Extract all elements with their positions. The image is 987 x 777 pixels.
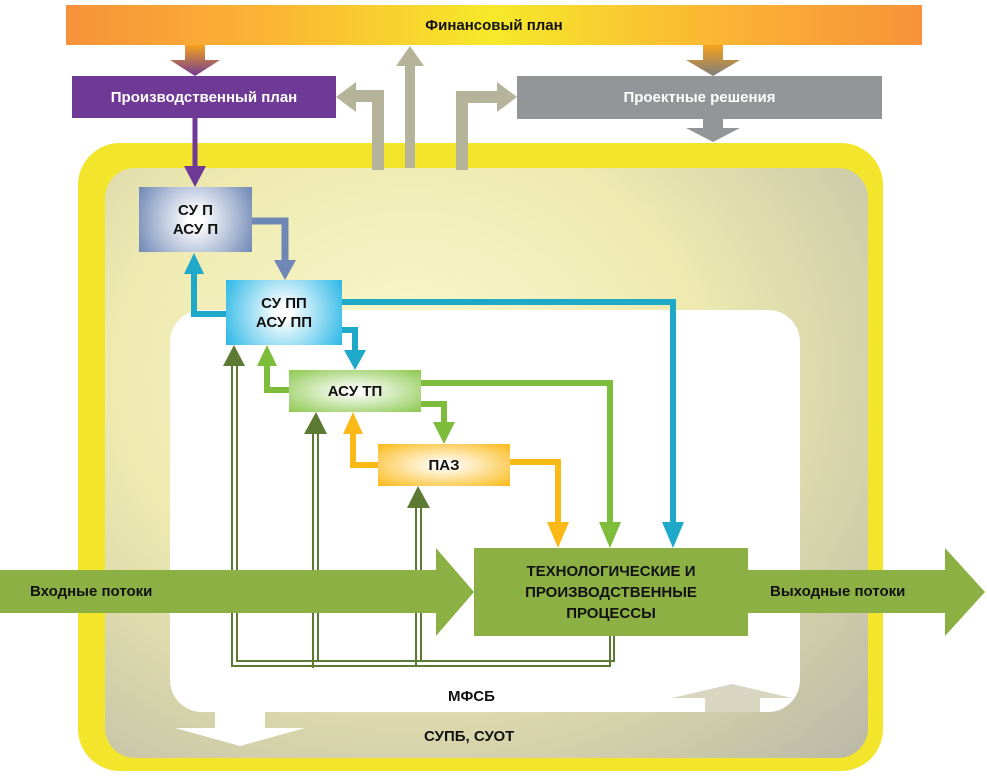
arrow-to-project-decisions [456, 82, 517, 170]
financial-plan-bar: Финансовый план [66, 5, 922, 45]
arrow-supp-to-sup [184, 253, 204, 274]
su-pp-box: СУ ПП АСУ ПП [226, 280, 342, 345]
arrow-supp-to-asutp [344, 350, 366, 370]
asu-tp-label: АСУ ТП [327, 382, 383, 400]
arrow-feedback-to-asutp [304, 412, 327, 434]
arrow-fin-to-project [686, 45, 740, 76]
paz-box: ПАЗ [378, 444, 510, 486]
financial-plan-label: Финансовый план [425, 16, 563, 34]
production-plan-label: Производственный план [110, 88, 298, 106]
arrow-asutp-to-tech [599, 522, 621, 548]
arrow-asutp-to-supp [257, 345, 277, 366]
su-p-box: СУ П АСУ П [139, 187, 252, 252]
arrow-asutp-to-paz [433, 422, 455, 444]
tech-line2: ПРОИЗВОДСТВЕННЫЕ [525, 583, 697, 601]
tech-line1: ТЕХНОЛОГИЧЕСКИЕ И [526, 562, 696, 580]
su-pp-line1: СУ ПП [261, 294, 307, 312]
tech-processes-box: ТЕХНОЛОГИЧЕСКИЕ И ПРОИЗВОДСТВЕННЫЕ ПРОЦЕ… [474, 548, 748, 636]
arrow-supp-to-tech [662, 522, 684, 548]
arrow-to-production-plan [336, 82, 384, 170]
arrow-feedback-to-supp [223, 345, 245, 366]
inner-white-area [170, 310, 800, 712]
project-decisions-box: Проектные решения [517, 76, 882, 119]
output-flows-label: Выходные потоки [770, 583, 906, 600]
supb-suot-label: СУПБ, СУОТ [424, 728, 515, 745]
arrow-paz-to-tech [547, 522, 569, 548]
output-flows-arrow [748, 548, 985, 636]
tech-line3: ПРОЦЕССЫ [566, 604, 656, 622]
su-p-line1: СУ П [178, 201, 213, 219]
arrow-up-beige [672, 684, 792, 712]
su-pp-line2: АСУ ПП [255, 313, 313, 331]
asu-tp-box: АСУ ТП [289, 370, 421, 412]
paz-label: ПАЗ [428, 456, 460, 474]
arrow-feedback-to-paz [407, 486, 430, 508]
su-p-line2: АСУ П [172, 220, 219, 238]
production-plan-box: Производственный план [72, 76, 336, 118]
mfsb-label: МФСБ [448, 688, 495, 705]
arrow-sup-to-supp [274, 260, 296, 280]
arrow-project-down [686, 119, 740, 142]
arrow-paz-to-asutp [343, 412, 363, 434]
input-flows-label: Входные потоки [30, 583, 153, 600]
arrow-fin-to-production [170, 45, 220, 76]
arrow-up-to-finance [396, 46, 424, 168]
arrow-production-to-sup [184, 166, 206, 187]
arrow-down-white [175, 712, 305, 746]
input-flows-arrow [0, 548, 474, 636]
project-decisions-label: Проектные решения [623, 89, 776, 106]
